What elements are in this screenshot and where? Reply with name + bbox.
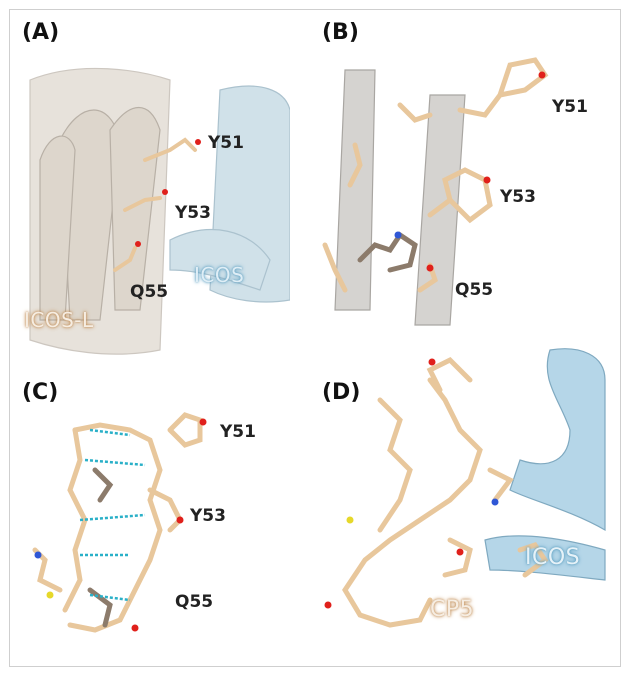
panel-label: (C) xyxy=(22,380,59,405)
protein-label-cp5: CP5 xyxy=(430,597,475,622)
residue-label: Y51 xyxy=(552,97,588,117)
residue-label: Q55 xyxy=(455,280,494,300)
panel-b: (B) Y51 Y53 Q55 xyxy=(320,20,610,365)
panel-label: (B) xyxy=(322,20,359,45)
protein-label-icos: ICOS xyxy=(194,263,245,287)
hbond-structure-c xyxy=(32,412,207,633)
strand-structure-b xyxy=(322,57,549,326)
complex-structure-d xyxy=(324,348,606,628)
residue-label: Y51 xyxy=(220,422,256,442)
residue-label: Y53 xyxy=(190,506,226,526)
ribbon-structure-a xyxy=(29,67,290,355)
protein-label-icosl: ICOS-L xyxy=(24,308,94,332)
residue-label: Y53 xyxy=(500,187,536,207)
panel-d: (D) ICOS CP5 xyxy=(320,340,610,660)
residue-label: Y53 xyxy=(175,203,211,223)
residue-label: Q55 xyxy=(175,592,214,612)
residue-label: Q55 xyxy=(130,282,169,302)
panel-label: (D) xyxy=(322,380,361,405)
residue-label: Y51 xyxy=(208,133,244,153)
protein-label-icos: ICOS xyxy=(525,545,581,570)
panel-label: (A) xyxy=(22,20,60,45)
panel-c: (C) Y51 Y53 Q55 xyxy=(20,380,290,660)
panel-a: (A) Y51 Y53 Q55 ICOS ICOS-L xyxy=(20,20,290,365)
